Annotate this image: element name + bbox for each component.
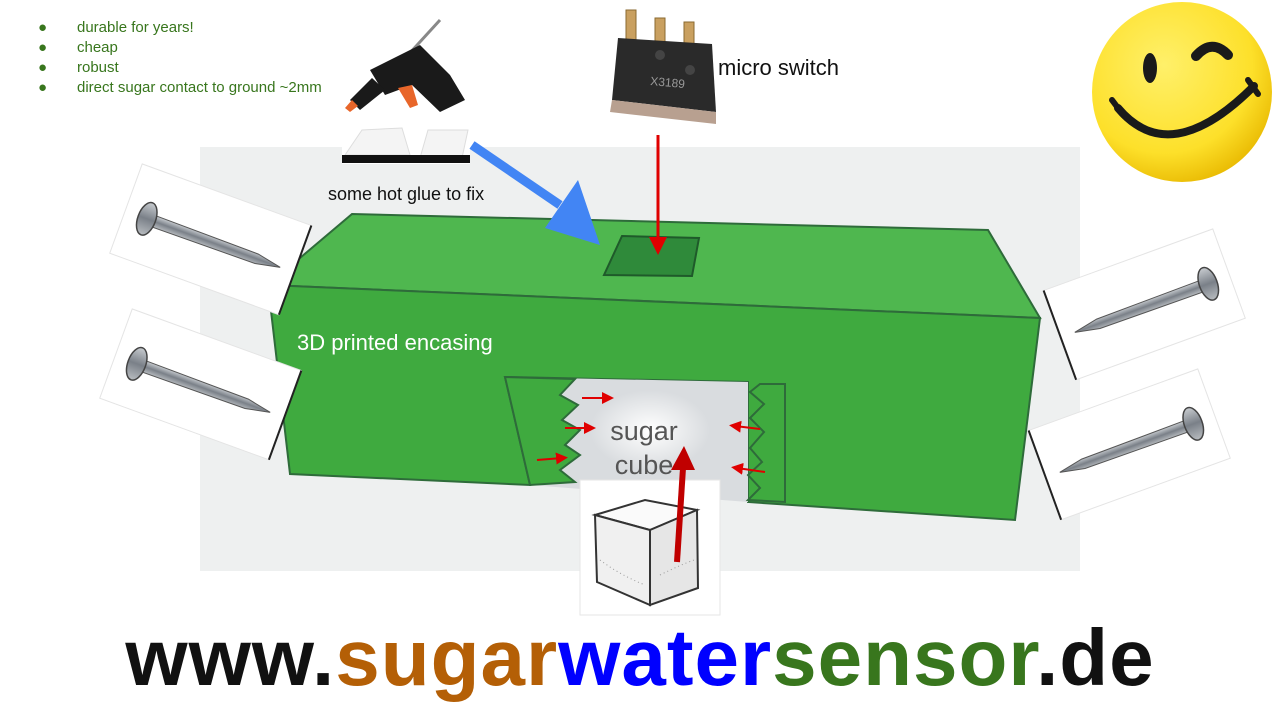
arrow-glue-to-hole [469, 141, 600, 245]
arrow-small [731, 462, 766, 475]
feature-item: ●durable for years! [38, 19, 194, 36]
arrow-small [536, 452, 568, 465]
website-url[interactable]: www.sugarwatersensor.de [125, 613, 1155, 702]
nail-icon [1042, 228, 1246, 381]
hot-glue-gun-icon [342, 18, 470, 164]
arrow-small [729, 420, 761, 433]
sugar-glow [590, 390, 710, 470]
hot-glue-label: some hot glue to fix [328, 184, 485, 204]
switch-hole [602, 234, 701, 278]
feature-list: ●durable for years! ●cheap ●robust ●dire… [38, 18, 322, 98]
nail-icon [1027, 368, 1231, 521]
feature-item: ●cheap [38, 39, 118, 56]
nail-icon [109, 163, 313, 316]
teeth-right [745, 383, 786, 504]
winking-smiley-icon [1092, 2, 1272, 182]
encasing-label: 3D printed encasing [297, 330, 493, 355]
arrow-cube-up [671, 446, 695, 563]
micro-switch-label: micro switch [718, 55, 840, 80]
switch-marking: X3189 [650, 74, 686, 91]
feature-item: ●robust [38, 59, 119, 76]
sugar-cube-icon [579, 479, 721, 616]
nail-icon [99, 308, 303, 461]
feature-item: ●direct sugar contact to ground ~2mm [38, 79, 322, 96]
micro-switch-icon: X3189 [610, 9, 716, 124]
sugar-cube-label: sugar cube [610, 416, 678, 480]
